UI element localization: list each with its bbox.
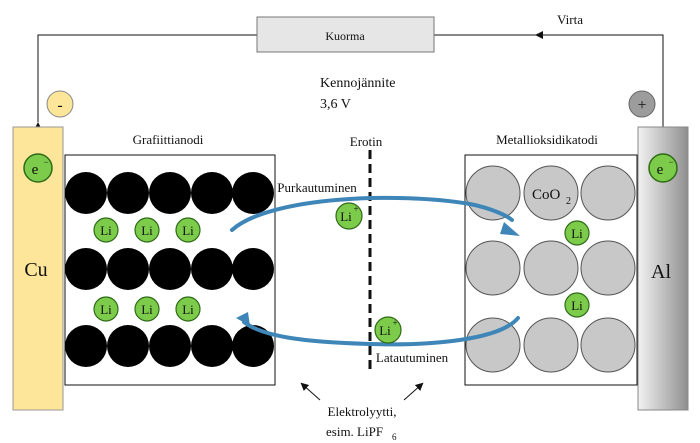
svg-text:Li: Li [571,298,583,313]
svg-text:2: 2 [566,196,571,207]
circuit-wire-left [37,34,257,87]
discharge-arrowhead-icon [500,222,520,236]
charge-arrowhead-icon [236,312,250,326]
svg-text:+: + [353,204,358,214]
separator-title: Erotin [350,134,383,149]
svg-text:Li: Li [340,209,352,224]
electron-right-icon: e − [648,153,678,183]
anode-lithium-atoms: Li Li Li Li Li Li [93,217,201,322]
coo2-label: CoO 2 [532,187,571,207]
aluminium-label: Al [651,261,671,283]
electrolyte-label: Elektrolyytti, [328,404,397,419]
current-arrow-icon [535,31,543,39]
graphite-layers [65,172,274,367]
svg-text:6: 6 [392,432,397,442]
discharge-arrow [230,195,514,232]
svg-text:Li: Li [141,302,153,317]
svg-text:Li: Li [182,302,194,317]
plus-sign: + [637,97,646,114]
svg-text:esim. LiPF: esim. LiPF [326,424,383,439]
svg-text:+: + [392,318,397,328]
positive-terminal-icon [628,90,656,118]
load-box [256,16,435,53]
svg-text:Li: Li [379,323,391,338]
circuit-wire-right [434,34,664,140]
negative-terminal-icon [46,90,74,118]
svg-text:−: − [668,157,673,167]
li-ion-discharge-icon: Li + [335,202,363,230]
anode-title: Grafiittianodi [133,132,204,147]
electrolyte-pointer-left [300,382,321,401]
current-label: Virta [557,12,583,27]
svg-text:Li: Li [571,226,583,241]
charging-label: Latautuminen [376,350,449,365]
cell-voltage-value: 3,6 V [320,97,351,112]
svg-text:Li: Li [141,223,153,238]
minus-sign: - [57,97,62,114]
svg-text:CoO: CoO [532,187,561,203]
cell-voltage-label: Kennojännite [320,76,395,91]
svg-text:e: e [32,162,39,178]
charge-arrow [242,316,520,347]
cathode-lithium-atoms: Li Li [564,220,590,318]
cathode-title: Metallioksidikatodi [496,132,598,147]
electron-left-icon: e − [23,153,53,183]
svg-text:Li: Li [100,223,112,238]
load-label: Kuorma [325,29,365,43]
svg-text:−: − [43,157,48,167]
li-ion-charge-icon: Li + [374,316,402,344]
copper-label: Cu [24,259,47,281]
svg-text:Li: Li [182,223,194,238]
electrolyte-pointer-right [403,382,424,401]
svg-text:e: e [657,162,664,178]
svg-text:Li: Li [100,302,112,317]
discharging-label: Purkautuminen [277,180,357,195]
electrolyte-example: esim. LiPF 6 [326,424,397,442]
